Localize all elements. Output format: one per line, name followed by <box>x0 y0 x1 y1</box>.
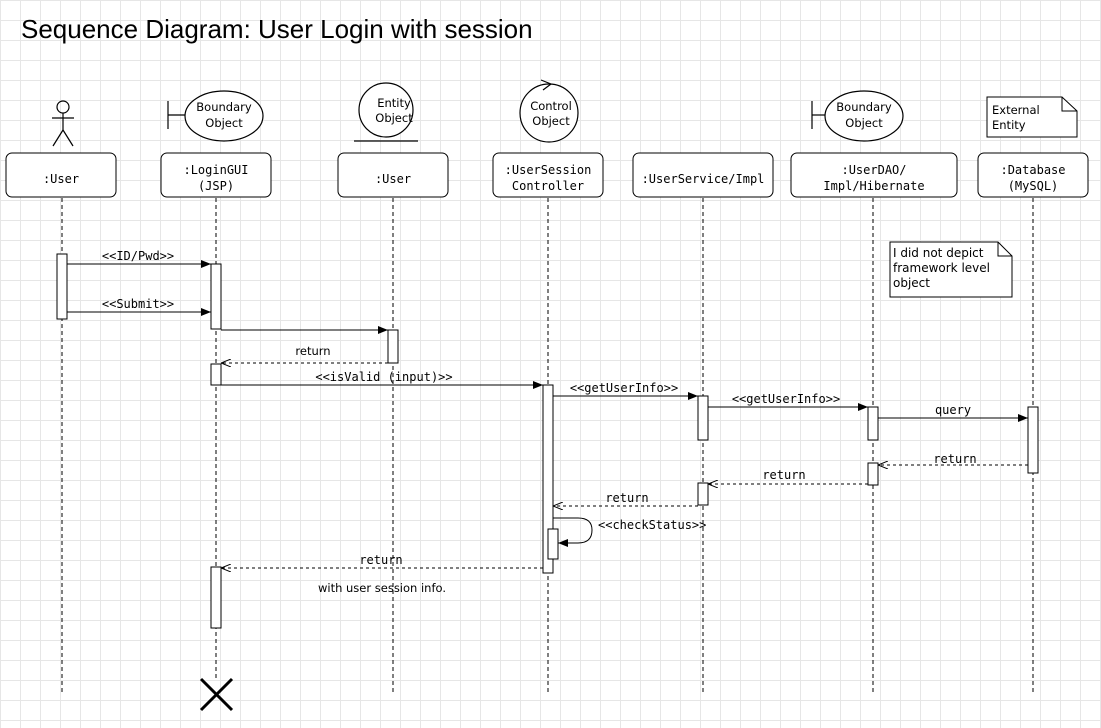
message-labels: <<ID/Pwd>> <<Submit>> return <<isValid (… <box>102 249 977 595</box>
lifeline-label-sub: (JSP) <box>198 179 234 193</box>
activation-bar <box>210 566 222 629</box>
session-info-annotation: with user session info. <box>318 581 446 595</box>
entity-label-line1: Entity <box>377 96 411 110</box>
activation-bar <box>387 329 399 364</box>
activation-bar <box>210 263 222 330</box>
lifeline-box-user-entity: :User <box>337 152 449 198</box>
message-label: <<isValid (input)>> <box>315 370 452 384</box>
diagram-title: Sequence Diagram: User Login with sessio… <box>21 14 533 44</box>
boundary-object-icon-2: Boundary Object <box>811 90 904 142</box>
entity-label-line2: Object <box>375 111 413 125</box>
boundary2-label-line1: Boundary <box>836 100 892 114</box>
lifeline-box-user-service: :UserService/Impl <box>632 152 774 198</box>
message-label: query <box>935 403 971 417</box>
activation-bar <box>1027 406 1039 474</box>
control-label-line1: Control <box>530 99 572 113</box>
entity-object-icon: Entity Object <box>354 82 418 142</box>
lifeline-label: :UserDAO/ <box>841 163 906 177</box>
actor-icon <box>52 100 74 147</box>
activation-bar <box>210 363 222 386</box>
activation-bar <box>547 528 559 560</box>
external-entity-icon: External Entity <box>986 96 1078 138</box>
boundary2-label-line2: Object <box>845 116 883 130</box>
note-line: framework level <box>893 261 990 275</box>
lifeline-label: :UserService/Impl <box>642 172 765 186</box>
message-label: <<getUserInfo>> <box>570 381 678 395</box>
activation-bar <box>697 482 709 506</box>
message-label: return <box>762 468 805 482</box>
message-label: <<getUserInfo>> <box>732 392 840 406</box>
activation-bar <box>542 384 554 574</box>
lifeline-label: :Database <box>1000 163 1065 177</box>
lifeline-box-session-controller: :UserSession Controller <box>492 152 604 198</box>
self-message-arrow <box>553 517 593 547</box>
external-label-line2: Entity <box>992 118 1026 132</box>
messages <box>67 260 1028 568</box>
message-label: <<ID/Pwd>> <box>102 249 174 263</box>
lifeline-box-user-dao: :UserDAO/ Impl/Hibernate <box>790 152 958 198</box>
boundary-label-line2: Object <box>205 116 243 130</box>
activation-bar <box>697 395 709 441</box>
note-line: I did not depict <box>893 246 984 260</box>
lifeline-label-sub: Controller <box>512 179 584 193</box>
boundary-object-icon: Boundary Object <box>167 90 264 142</box>
message-label: return <box>295 344 330 358</box>
note-line: object <box>893 276 930 290</box>
lifeline-label: :User <box>43 172 79 186</box>
activations <box>56 253 1039 629</box>
destroy-x-icon <box>199 677 234 712</box>
lifeline-label: :User <box>375 172 411 186</box>
message-label: return <box>933 452 976 466</box>
activation-bar <box>867 406 879 441</box>
lifeline-label-sub: (MySQL) <box>1008 179 1059 193</box>
lifeline-label: :UserSession <box>505 163 592 177</box>
message-label: <<checkStatus>> <box>598 518 706 532</box>
activation-bar <box>56 253 68 320</box>
external-label-line1: External <box>992 103 1040 117</box>
message-label: return <box>359 553 402 567</box>
message-label: return <box>605 491 648 505</box>
note: I did not depict framework level object <box>889 241 1013 298</box>
control-label-line2: Object <box>532 114 570 128</box>
message-label: <<Submit>> <box>102 297 174 311</box>
lifeline-box-user: :User <box>5 152 117 198</box>
lifeline-label: :LoginGUI <box>183 163 248 177</box>
lifeline-box-login-gui: :LoginGUI (JSP) <box>160 152 272 198</box>
boundary-label-line1: Boundary <box>196 100 252 114</box>
lifeline-box-database: :Database (MySQL) <box>977 152 1089 198</box>
activation-bar <box>867 462 879 486</box>
control-object-icon: Control Object <box>519 79 579 143</box>
lifeline-label-sub: Impl/Hibernate <box>823 179 924 193</box>
